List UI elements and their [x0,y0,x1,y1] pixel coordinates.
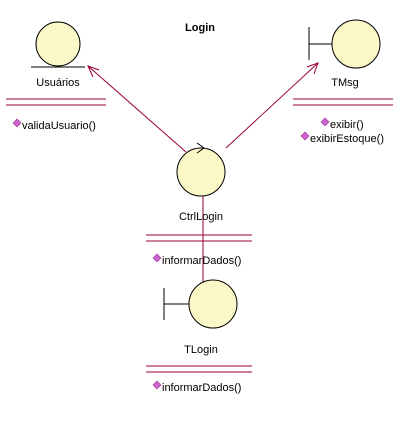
method-marker-icon [12,118,22,128]
method-marker-icon [300,131,310,141]
method-label: validaUsuario() [22,120,96,132]
arrowhead [87,65,100,78]
method-label: informarDados() [162,255,241,267]
boundary-icon [188,279,238,329]
class-name: TLogin [184,344,218,356]
method-label: informarDados() [162,382,241,394]
diagram-title: Login [185,22,215,34]
method-marker-icon [320,117,330,127]
class-usuarios[interactable]: Usuários validaUsuario() [6,21,106,132]
class-name: Usuários [36,77,80,89]
association-line [87,65,187,153]
class-name: CtrlLogin [179,211,223,223]
class-tlogin[interactable]: TLogin informarDados() [146,279,252,394]
method-label: exibir() [330,119,364,131]
arrowhead [306,62,319,75]
association-line [225,62,319,149]
class-name: TMsg [331,77,359,89]
control-icon [176,147,226,197]
association-ctrllogin-tmsg [225,62,319,149]
method-marker-icon [152,380,162,390]
method-label: exibirEstoque() [310,133,384,145]
association-ctrllogin-usuarios [87,65,187,153]
control-arrow [196,142,205,154]
boundary-icon [331,19,381,69]
entity-icon [35,21,81,67]
class-tmsg[interactable]: TMsg exibir() exibirEstoque() [293,19,393,145]
method-marker-icon [152,253,162,263]
class-ctrllogin[interactable]: CtrlLogin informarDados() [146,142,252,267]
